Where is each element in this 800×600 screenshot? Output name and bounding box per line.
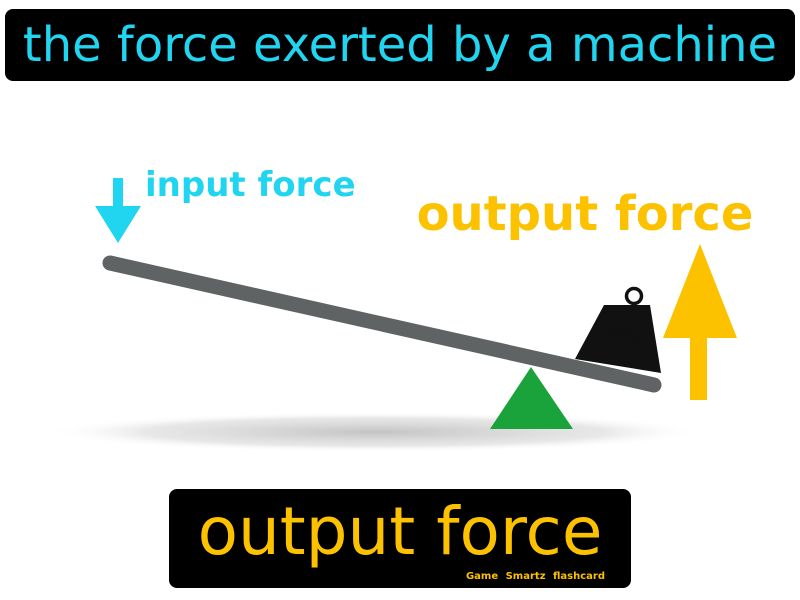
output-force-label: output force — [417, 186, 754, 242]
weight-body — [575, 305, 661, 373]
weight-label: 10kg — [605, 323, 643, 344]
input-force-arrow-icon — [95, 178, 141, 243]
credit-text: Game Smartz flashcard — [465, 571, 605, 582]
input-force-label: input force — [145, 165, 356, 205]
term-panel: output force Game Smartz flashcard — [169, 489, 631, 588]
output-force-arrow-icon — [663, 244, 737, 400]
term-text: output force — [197, 493, 603, 570]
fulcrum-triangle — [490, 367, 573, 429]
lever-bar — [102, 255, 662, 393]
weight-10kg: 10kg — [575, 286, 661, 373]
ground-shadow — [45, 412, 705, 452]
weight-ring — [624, 286, 644, 306]
definition-text: the force exerted by a machine — [22, 17, 778, 73]
definition-banner: the force exerted by a machine — [5, 9, 795, 81]
